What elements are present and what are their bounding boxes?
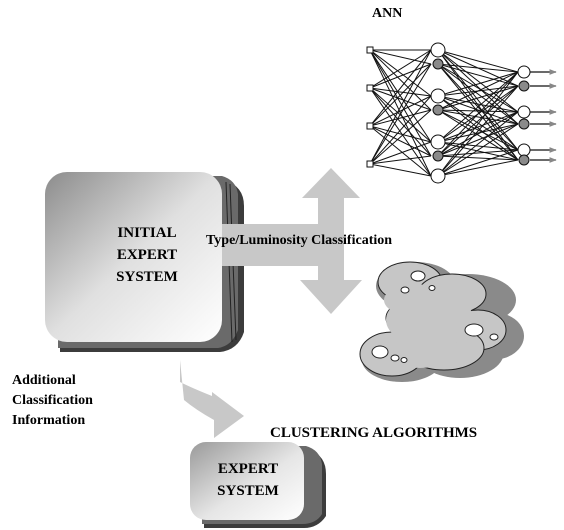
ann-edge [437, 71, 519, 143]
ann-edge [369, 95, 432, 127]
additional-line-3: Information [12, 413, 86, 428]
ann-edge [437, 63, 519, 73]
ann-edge [369, 49, 432, 165]
cluster-cloud-icon [359, 261, 524, 382]
neural-network-icon [369, 42, 557, 184]
initial-expert-system-box [45, 172, 244, 352]
ann-edge [437, 63, 519, 113]
ann-edge [369, 125, 432, 157]
ann-hidden-node [432, 58, 444, 70]
ann-edge [369, 87, 432, 111]
ann-edge [437, 141, 519, 151]
ann-input-node [366, 46, 374, 54]
ann-edge [369, 49, 432, 111]
ann-input-node [366, 84, 374, 92]
ann-edge [437, 109, 519, 113]
ann-output-node [518, 154, 530, 166]
ann-edge [437, 71, 519, 177]
additional-line-1: Additional [12, 373, 76, 388]
ann-edge [437, 141, 519, 161]
ann-edge [437, 63, 519, 125]
ann-edge [369, 155, 432, 165]
type-luminosity-label: Type/Luminosity Classification [206, 233, 393, 248]
ann-edge [437, 71, 519, 97]
ann-edge [369, 95, 432, 165]
ann-edge [369, 125, 432, 177]
ann-edge [437, 149, 519, 177]
ann-edge [437, 109, 519, 161]
ann-edge [369, 87, 432, 177]
bidirectional-arrow [222, 168, 362, 314]
expert-system-label: EXPERT SYSTEM [196, 458, 300, 502]
initial-label-line-3: SYSTEM [116, 269, 178, 285]
clustering-algorithms-label: CLUSTERING ALGORITHMS [270, 425, 478, 441]
expert-label-line-2: SYSTEM [217, 483, 279, 499]
additional-line-2: Classification [12, 393, 93, 408]
ann-edge [369, 141, 432, 165]
ann-edge [369, 63, 432, 165]
initial-label-line-2: EXPERT [116, 247, 178, 263]
expert-label-line-1: EXPERT [217, 461, 279, 477]
ann-edge [437, 63, 519, 87]
ann-edge [437, 123, 519, 177]
additional-info-label: Additional Classification Information [12, 371, 93, 431]
ann-edge [369, 49, 432, 89]
initial-expert-system-label: INITIAL EXPERT SYSTEM [92, 222, 202, 288]
ann-edge [437, 111, 519, 143]
ann-output-node [517, 143, 531, 157]
ann-edge [437, 109, 519, 125]
ann-edge [369, 49, 432, 97]
ann-hidden-node [430, 168, 446, 184]
ann-edge [369, 49, 432, 143]
ann-edge [369, 87, 432, 157]
ann-input-node [366, 122, 374, 130]
ann-edge [437, 123, 519, 143]
ann-edge [369, 49, 432, 65]
ann-edge [369, 109, 432, 165]
ann-edge [437, 95, 519, 113]
ann-output-node [517, 65, 531, 79]
ann-label: ANN [372, 6, 403, 21]
ann-hidden-node [432, 150, 444, 162]
ann-hidden-node [430, 42, 446, 58]
ann-edge [437, 49, 519, 73]
ann-edge [369, 125, 432, 143]
ann-edge [437, 63, 519, 161]
ann-edge [437, 95, 519, 151]
ann-output-node [518, 80, 530, 92]
ann-edge [437, 71, 519, 111]
ann-edge [369, 49, 432, 127]
ann-edge [437, 149, 519, 157]
ann-edge [437, 159, 519, 177]
ann-edge [437, 49, 519, 151]
ann-edge [437, 85, 519, 157]
ann-edge [369, 109, 432, 127]
ann-edge [437, 123, 519, 157]
expert-system-box [190, 442, 326, 528]
curved-down-arrow [180, 360, 244, 438]
ann-edge [437, 71, 519, 157]
ann-edge [437, 111, 519, 157]
ann-edge [437, 155, 519, 161]
ann-hidden-node [432, 104, 444, 116]
ann-hidden-node [430, 134, 446, 150]
ann-edge [369, 163, 432, 177]
ann-output-node [517, 105, 531, 119]
ann-edge [369, 49, 432, 157]
ann-edge [369, 63, 432, 127]
ann-edge [437, 85, 519, 177]
ann-edge [437, 111, 519, 177]
ann-output-node [518, 118, 530, 130]
ann-edge [437, 49, 519, 161]
ann-edge [437, 109, 519, 151]
ann-edge [369, 87, 432, 143]
ann-hidden-node [430, 88, 446, 104]
initial-label-line-1: INITIAL [117, 225, 177, 241]
ann-input-node [366, 160, 374, 168]
ann-edge [369, 49, 432, 177]
ann-edge [369, 87, 432, 97]
ann-edge [437, 95, 519, 161]
